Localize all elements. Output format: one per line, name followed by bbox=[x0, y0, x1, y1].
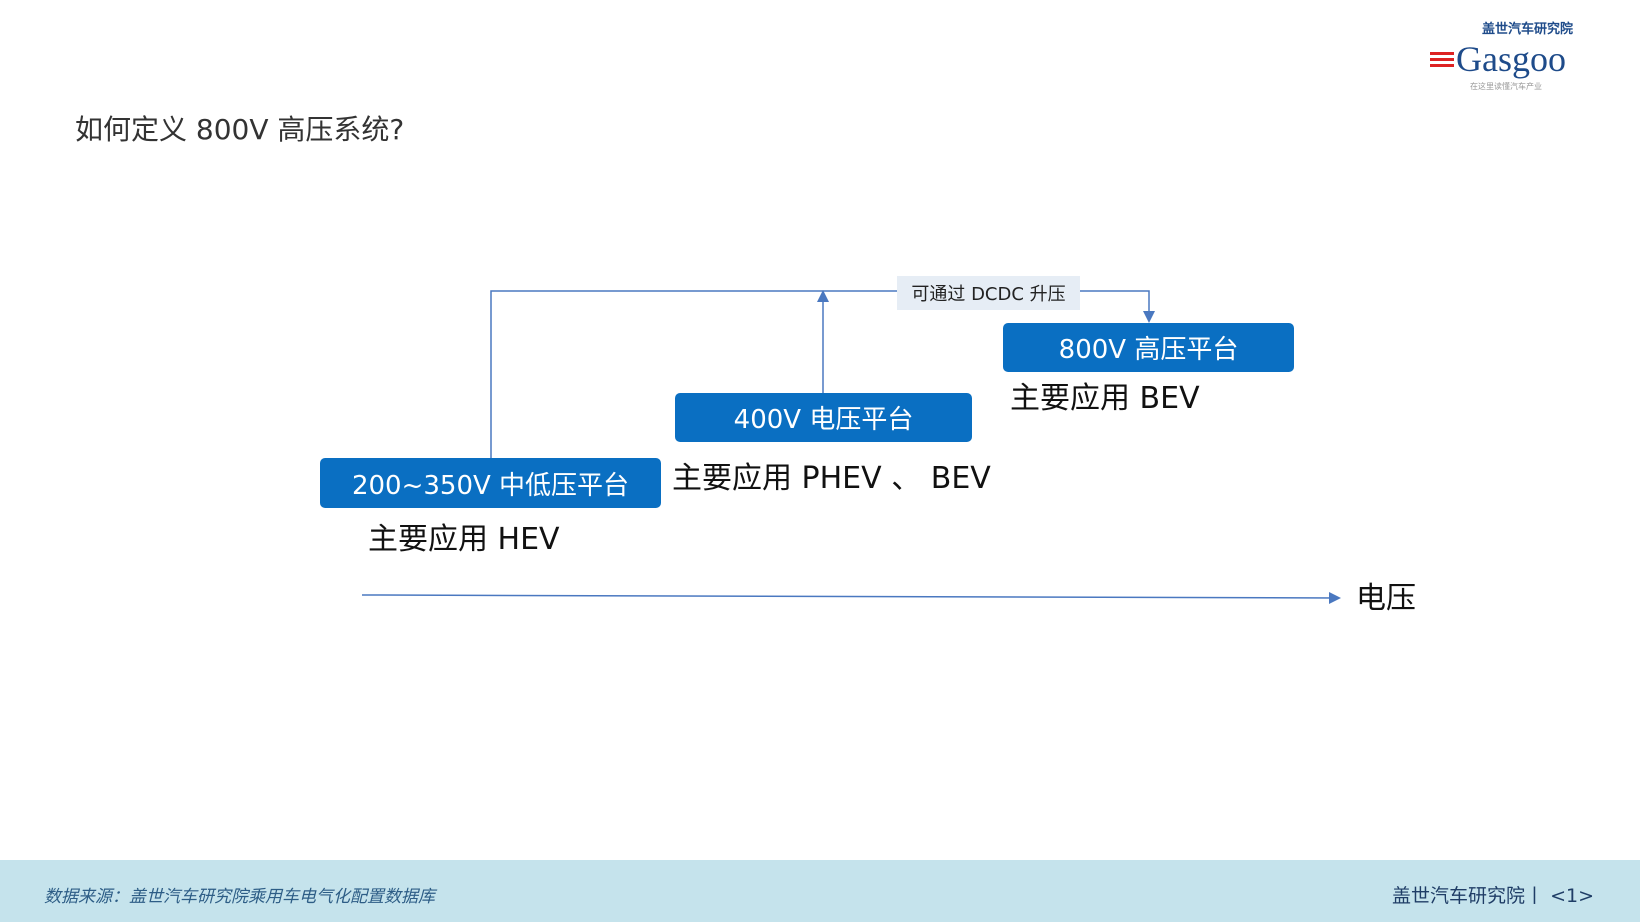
platform-200-350v: 200~350V 中低压平台 bbox=[320, 458, 661, 508]
voltage-axis bbox=[361, 591, 1341, 604]
platform-400v: 400V 电压平台 bbox=[675, 393, 972, 442]
logo-brand-cn: 盖世汽车研究院 bbox=[1482, 22, 1574, 37]
connector-line bbox=[1080, 290, 1155, 323]
dcdc-boost-label: 可通过 DCDC 升压 bbox=[897, 276, 1080, 310]
footer-bar bbox=[0, 860, 1640, 922]
platform-800v: 800V 高压平台 bbox=[1003, 323, 1294, 372]
logo-stripes bbox=[1430, 52, 1454, 55]
footer-brand-page: 盖世汽车研究院丨 <1> bbox=[1392, 885, 1594, 907]
application-hev: 主要应用 HEV bbox=[368, 522, 560, 557]
application-bev: 主要应用 BEV bbox=[1010, 381, 1200, 416]
data-source: 数据来源：盖世汽车研究院乘用车电气化配置数据库 bbox=[44, 887, 435, 907]
diagram-lines bbox=[361, 290, 1341, 604]
logo-brand-en: Gasgoo bbox=[1456, 39, 1566, 79]
axis-label: 电压 bbox=[1356, 581, 1416, 616]
application-phev-bev: 主要应用 PHEV 、 BEV bbox=[672, 461, 991, 496]
logo-slogan: 在这里读懂汽车产业 bbox=[1470, 82, 1542, 91]
gasgoo-logo: 盖世汽车研究院 Gasgoo 在这里读懂汽车产业 bbox=[1430, 22, 1600, 98]
connector-line bbox=[490, 290, 897, 458]
page-title: 如何定义 800V 高压系统? bbox=[75, 113, 405, 146]
